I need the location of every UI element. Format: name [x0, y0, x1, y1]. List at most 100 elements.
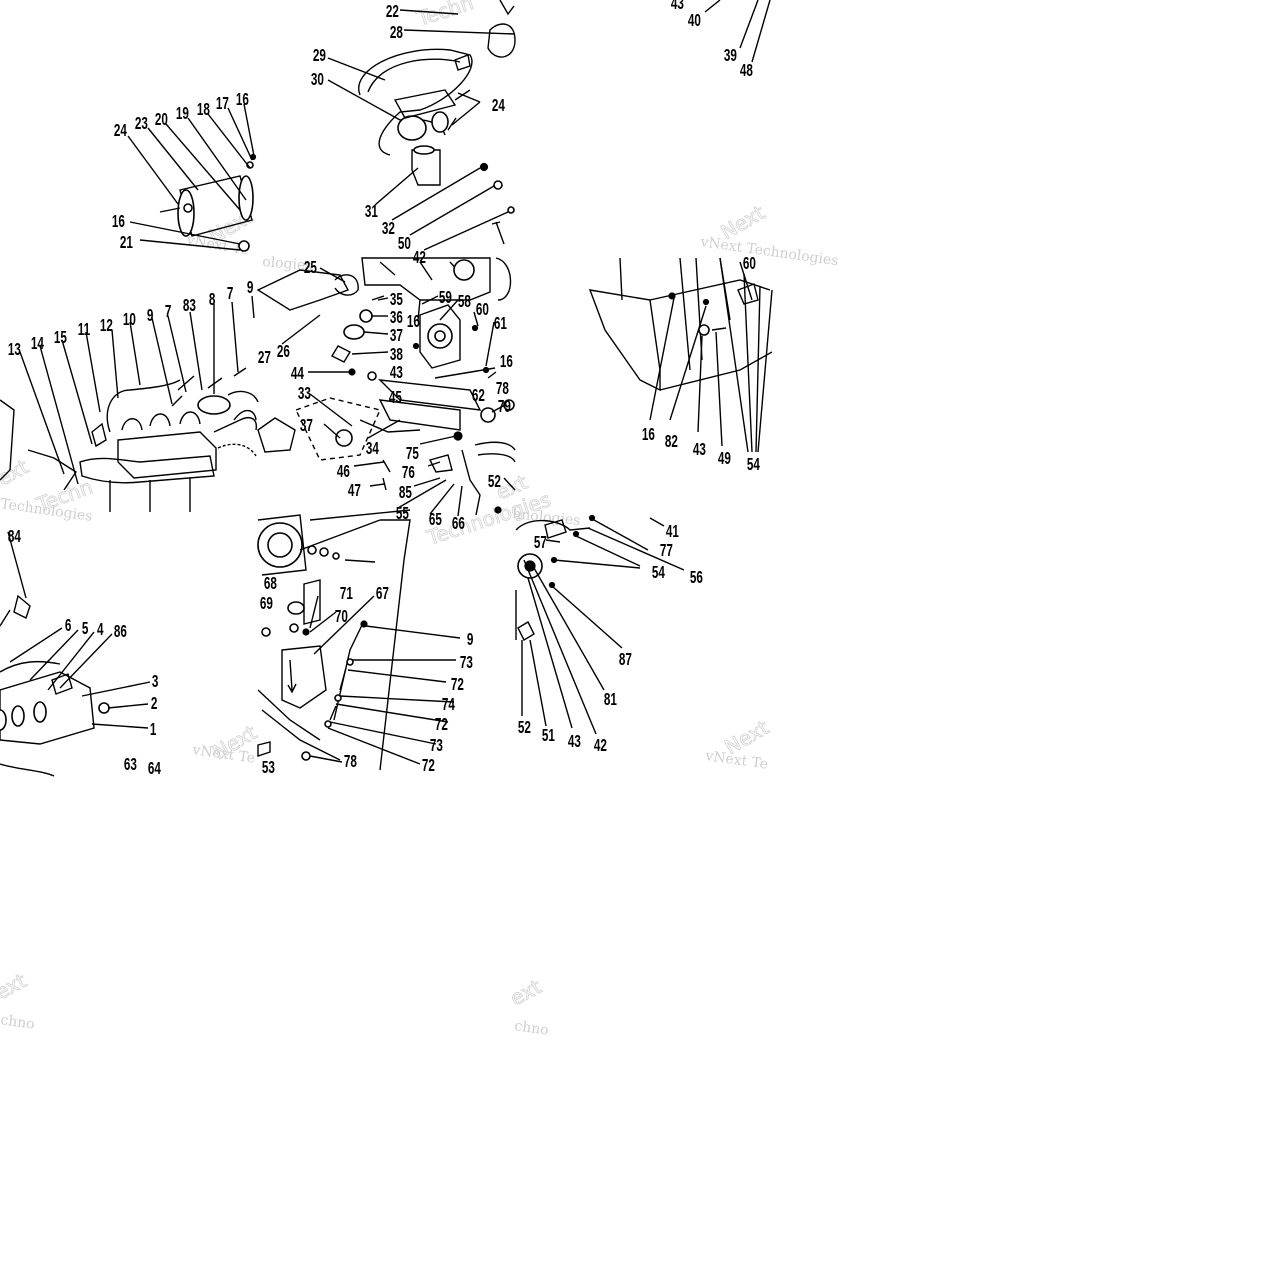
callout-label: 72	[451, 674, 464, 694]
callout-label: 3	[152, 671, 159, 691]
watermark-text: Next	[717, 200, 769, 244]
callout-label: 58	[458, 291, 471, 311]
callout-label: 18	[197, 99, 210, 119]
callout-label: 27	[258, 347, 271, 367]
callout-label: 37	[390, 325, 403, 345]
callout-label: 75	[406, 443, 419, 463]
callout-label: 9	[247, 277, 254, 297]
tile-linkage	[257, 509, 461, 771]
watermark-text: ext	[506, 974, 545, 1010]
callout-label: 78	[344, 751, 357, 771]
tile-lever	[515, 514, 685, 735]
callout-label: 72	[435, 714, 448, 734]
callout-label: 44	[291, 363, 305, 383]
callout-label: 52	[518, 717, 531, 737]
callout-label: 38	[390, 344, 403, 364]
callout-label: 29	[313, 45, 326, 65]
callout-label: 43	[693, 439, 706, 459]
callout-label: 30	[311, 69, 324, 89]
callout-label: 23	[135, 113, 148, 133]
callout-label: 31	[365, 201, 378, 221]
callout-label: 65	[429, 509, 442, 529]
callout-label: 33	[298, 383, 311, 403]
callout-label: 84	[8, 526, 22, 546]
callout-label: 5	[82, 618, 89, 638]
callout-label: 32	[382, 218, 395, 238]
callout-label: 4	[97, 619, 104, 639]
callout-label: 42	[594, 735, 607, 755]
callout-label: 63	[124, 754, 137, 774]
callout-label: 19	[176, 103, 189, 123]
callout-label: 34	[366, 438, 380, 458]
callout-label: 59	[439, 287, 452, 307]
callout-label: 73	[460, 652, 473, 672]
watermark-text: vNext Technologies	[698, 234, 839, 269]
watermark-text: ologies	[262, 254, 313, 274]
callout-label: 43	[390, 362, 403, 382]
callout-label: 28	[390, 22, 403, 42]
callout-label: 2	[151, 693, 158, 713]
callout-label: 21	[120, 232, 133, 252]
callout-label: 60	[476, 299, 489, 319]
callout-label: 61	[494, 313, 507, 333]
tile-manifold	[0, 295, 259, 512]
callout-label: 66	[452, 513, 465, 533]
callout-label: 48	[740, 60, 753, 80]
callout-label: 78	[496, 378, 509, 398]
callout-label: 42	[413, 247, 426, 267]
callout-label: 50	[398, 233, 411, 253]
callout-label: 77	[660, 540, 673, 560]
callout-label: 43	[568, 731, 581, 751]
callout-label: 43	[671, 0, 684, 14]
callout-label: 22	[386, 1, 399, 21]
callout-label: 69	[260, 593, 273, 613]
callout-label: 37	[300, 415, 313, 435]
callout-label: 36	[390, 307, 403, 327]
callout-label: 16	[236, 89, 249, 109]
callout-label: 49	[718, 448, 731, 468]
callout-label: 39	[724, 45, 737, 65]
watermark-text: ext	[0, 968, 30, 1004]
callout-label: 16	[112, 211, 125, 231]
watermarks: Techn vNext Te Next ologies vNext Techno…	[0, 0, 839, 1039]
callout-label: 82	[665, 431, 678, 451]
callout-label: 40	[688, 10, 701, 30]
callout-label: 79	[498, 396, 511, 416]
callout-label: 16	[407, 311, 420, 331]
callout-label: 24	[492, 95, 506, 115]
callout-label: 35	[390, 289, 403, 309]
callout-label: 20	[155, 109, 168, 129]
callout-label: 83	[183, 295, 196, 315]
callout-label: 73	[430, 735, 443, 755]
callout-label: 76	[402, 462, 415, 482]
callout-label: 60	[743, 253, 756, 273]
callout-label: 87	[619, 649, 632, 669]
callout-label: 74	[442, 694, 456, 714]
callout-label: 16	[642, 424, 655, 444]
callout-label: 70	[335, 606, 348, 626]
callout-label: 67	[376, 583, 389, 603]
tile-engine-mounts	[256, 257, 516, 517]
callout-label: 57	[534, 532, 547, 552]
tile-filter	[127, 103, 257, 252]
callout-label: 6	[65, 615, 72, 635]
callout-label: 9	[467, 629, 474, 649]
callout-label: 13	[8, 339, 21, 359]
callout-label: 64	[148, 758, 162, 778]
callout-label: 17	[216, 93, 229, 113]
callout-label: 24	[114, 120, 128, 140]
callout-label: 12	[100, 315, 113, 335]
callout-label: 16	[500, 351, 513, 371]
callout-label: 45	[389, 387, 402, 407]
callout-label: 1	[150, 719, 157, 739]
callout-label: 46	[337, 461, 350, 481]
watermark-text: chno	[513, 1018, 549, 1039]
callout-label: 53	[262, 757, 275, 777]
callout-label: 51	[542, 725, 555, 745]
callout-label: 68	[264, 573, 277, 593]
callout-labels: 22 28 29 30 24 31 32 50 42 43 40 39 48 2…	[8, 0, 761, 779]
callout-label: 11	[78, 319, 90, 339]
callout-label: 47	[348, 480, 361, 500]
